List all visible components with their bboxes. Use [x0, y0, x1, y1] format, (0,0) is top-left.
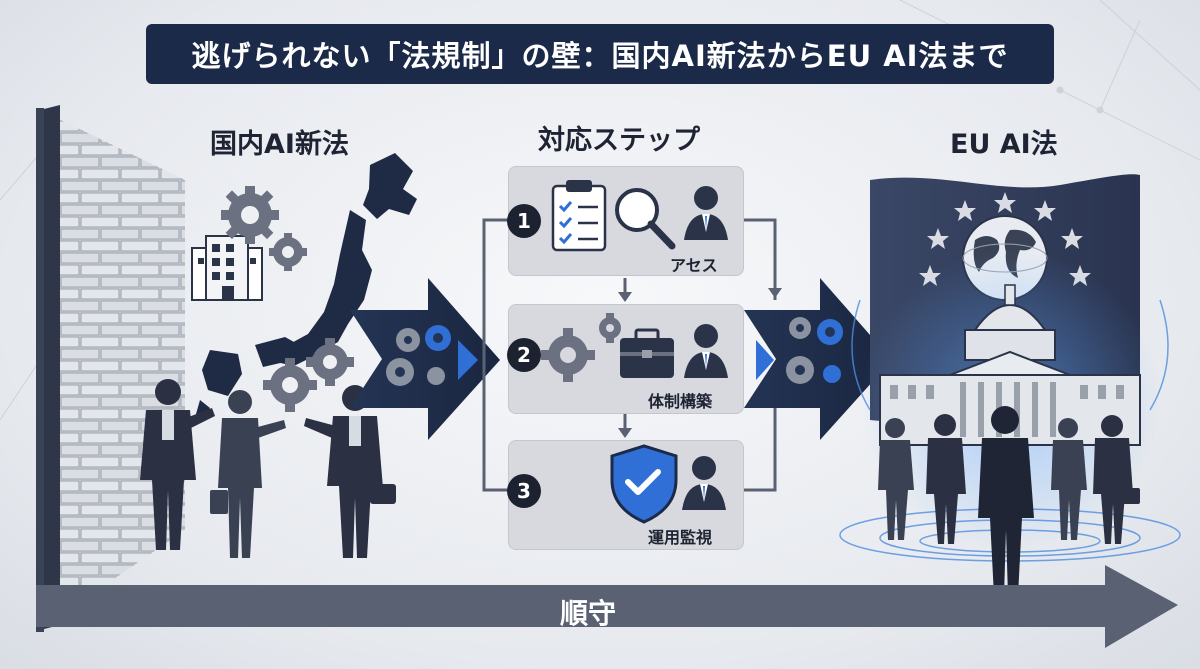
page-title: 逃げられない「法規制」の壁：国内AI新法からEU AI法まで [191, 39, 1009, 73]
step-number-2: 2 [507, 338, 541, 372]
brick-wall [36, 105, 185, 632]
businessperson-icon [684, 324, 728, 378]
businessperson-icon [1051, 418, 1087, 540]
gear-icon [263, 358, 317, 412]
step-label-assess: アセス [670, 256, 718, 275]
step-number-1: 1 [507, 204, 541, 238]
businessperson-icon [140, 379, 215, 550]
right-section-label: EU AI法 [950, 129, 1058, 160]
japan-map [196, 153, 417, 420]
step-number-3: 3 [507, 474, 541, 508]
businessperson-icon [978, 406, 1034, 596]
shield-check-icon [610, 444, 678, 524]
businessperson-icon [682, 456, 726, 510]
gear-icon [221, 186, 279, 244]
compliance-arrow [36, 565, 1178, 648]
title-banner: 逃げられない「法規制」の壁：国内AI新法からEU AI法まで [146, 24, 1054, 84]
step-label-organize: 体制構築 [648, 392, 713, 411]
businessperson-icon [926, 414, 966, 544]
magnifier-icon [615, 188, 676, 250]
arrow-left-to-steps [350, 278, 500, 440]
left-section-label: 国内AI新法 [210, 129, 349, 160]
gear-icon [306, 338, 354, 386]
step-label-monitor: 運用監視 [648, 528, 713, 547]
gear-icon [269, 233, 307, 271]
middle-section-label: 対応ステップ [538, 125, 700, 156]
gear-icon [599, 313, 621, 343]
businessperson-icon [210, 390, 286, 558]
gear-icon [541, 328, 595, 382]
compliance-label: 順守 [560, 597, 617, 630]
clipboard-checklist-icon [551, 180, 607, 252]
businessperson-icon [684, 186, 728, 240]
toolbox-icon [620, 328, 674, 378]
businessperson-icon [878, 418, 914, 540]
businessperson-icon [304, 385, 396, 558]
businessperson-icon [1093, 415, 1140, 544]
building-icon [191, 235, 263, 301]
